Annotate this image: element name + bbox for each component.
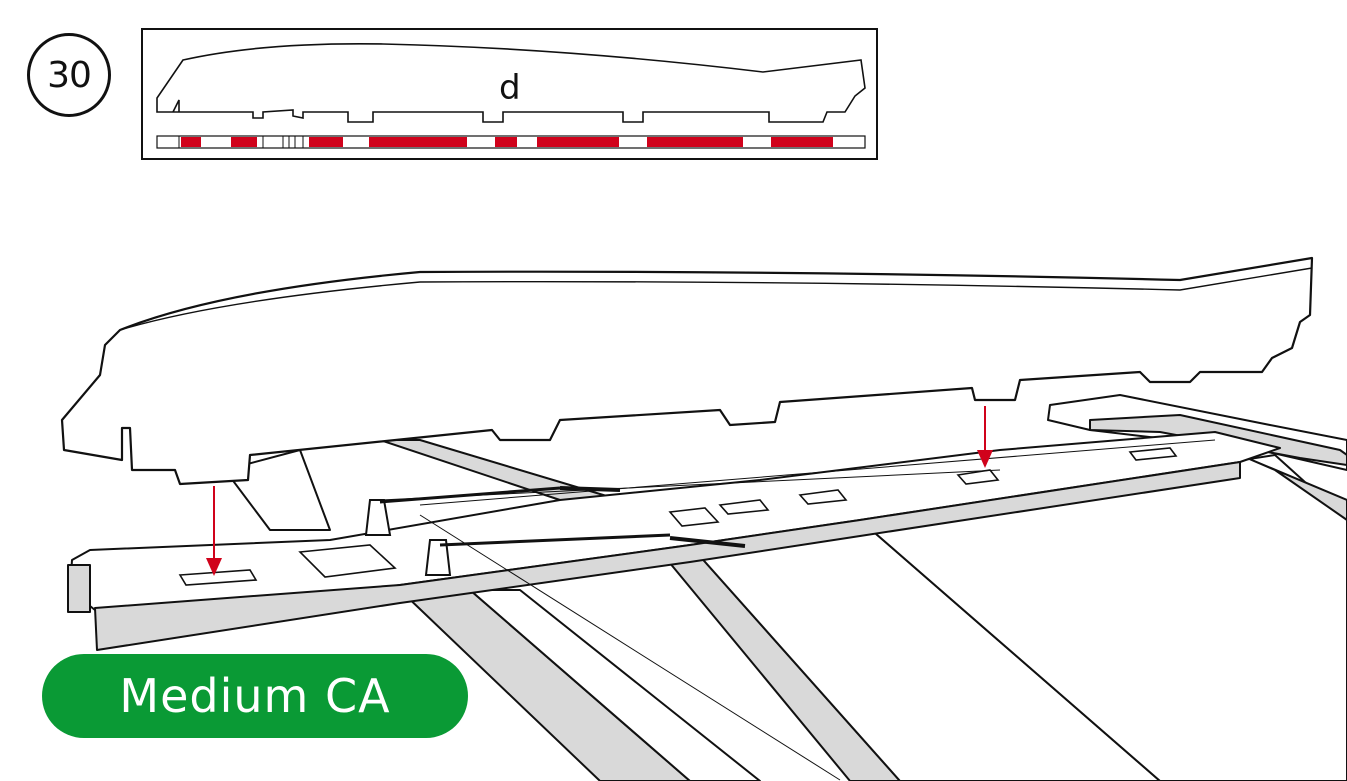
step-number: 30 xyxy=(47,54,92,96)
adhesive-label: Medium CA xyxy=(119,669,391,723)
adhesive-badge: Medium CA xyxy=(42,654,468,738)
frame-rails xyxy=(224,439,1347,781)
part-d-edge xyxy=(119,267,1313,331)
glue-strip-markers xyxy=(181,137,833,147)
arrow-down-icon xyxy=(206,486,222,576)
part-label-d: d xyxy=(499,68,521,108)
part-reference-panel: d xyxy=(141,28,878,160)
part-d-panel xyxy=(60,256,1314,486)
arrow-down-icon xyxy=(977,406,993,468)
step-number-badge: 30 xyxy=(27,33,111,117)
plate-details xyxy=(178,439,1216,781)
part-d-outline xyxy=(156,43,866,149)
control-linkages xyxy=(364,486,746,576)
